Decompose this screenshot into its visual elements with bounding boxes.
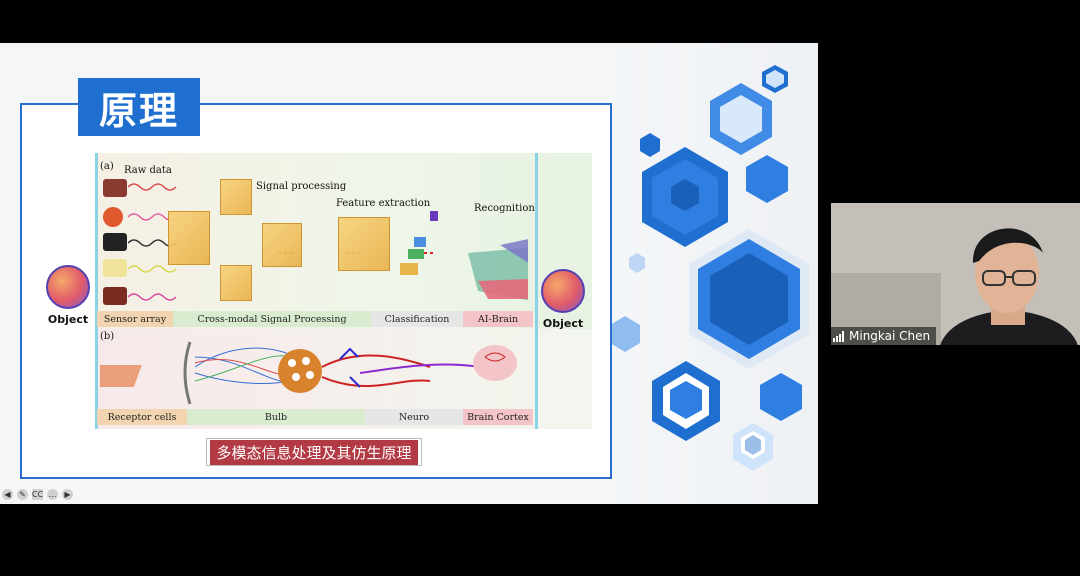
band-neuro: Neuro	[365, 409, 463, 425]
panel-b-label: (b)	[100, 331, 115, 342]
panel-a-label: (a)	[100, 161, 114, 172]
signal-strength-icon	[833, 330, 844, 342]
feature-block	[414, 237, 426, 247]
hex-shape	[746, 155, 788, 203]
signal-flow-diagram	[128, 183, 528, 301]
hex-shape	[640, 133, 660, 157]
participant-video-feed	[831, 203, 1080, 345]
hex-shape	[629, 253, 645, 273]
shared-slide: 原理 Object Object (a) Raw data Signal pro…	[0, 43, 818, 504]
figure-divider-left	[95, 153, 98, 429]
back-icon[interactable]: ◀	[2, 489, 13, 500]
band-ai-brain: AI-Brain	[463, 311, 533, 327]
band-cross-modal: Cross-modal Signal Processing	[173, 311, 371, 327]
sensor-texture-icon	[103, 179, 127, 197]
processing-cube	[338, 217, 390, 271]
participant-name: Mingkai Chen	[849, 329, 931, 343]
sensor-audio-icon	[103, 233, 127, 251]
hexagon-decoration	[610, 65, 809, 471]
feature-extraction-label: Feature extraction	[336, 198, 431, 209]
object-left-label: Object	[47, 313, 89, 326]
figure-caption-text: 多模态信息处理及其仿生原理	[210, 439, 418, 465]
recognition-label: Recognition	[474, 203, 535, 214]
feature-block	[408, 249, 424, 259]
object-right: Object	[532, 269, 594, 330]
basketball-icon	[541, 269, 585, 313]
slide-toolbar: ◀ ✎ CC … ▶	[2, 489, 73, 503]
basketball-icon	[46, 265, 90, 309]
band-brain-cortex: Brain Cortex	[463, 409, 533, 425]
cc-icon[interactable]: CC	[32, 489, 44, 500]
principle-figure: Object Object (a) Raw data Signal proces…	[40, 153, 592, 429]
processing-cube	[220, 179, 252, 215]
feature-block	[430, 211, 438, 221]
band-classification: Classification	[371, 311, 463, 327]
processing-cube	[220, 265, 252, 301]
pen-icon[interactable]: ✎	[17, 489, 28, 500]
sensor-glove-icon	[103, 259, 127, 277]
feature-block	[400, 263, 418, 275]
figure-divider-right	[535, 153, 538, 429]
processing-cube	[262, 223, 302, 267]
hex-shape	[610, 316, 640, 352]
forward-icon[interactable]: ▶	[62, 489, 73, 500]
signal-processing-label: Signal processing	[256, 181, 347, 192]
hex-shape	[760, 373, 802, 421]
processing-cube	[168, 211, 210, 265]
participant-video-tile[interactable]: Mingkai Chen	[831, 203, 1080, 345]
slide-title: 原理	[78, 78, 200, 136]
participant-name-tag: Mingkai Chen	[831, 327, 937, 345]
band-receptor-cells: Receptor cells	[97, 409, 187, 425]
sensor-surface-icon	[103, 287, 127, 305]
raw-data-label: Raw data	[124, 165, 172, 176]
band-bulb: Bulb	[187, 409, 365, 425]
biological-pathway-diagram	[100, 341, 517, 405]
figure-caption: 多模态信息处理及其仿生原理	[206, 438, 422, 466]
more-icon[interactable]: …	[47, 489, 58, 500]
sensor-ball-icon	[103, 207, 123, 227]
object-right-label: Object	[542, 317, 584, 330]
object-left: Object	[37, 265, 99, 326]
band-sensor-array: Sensor array	[97, 311, 173, 327]
